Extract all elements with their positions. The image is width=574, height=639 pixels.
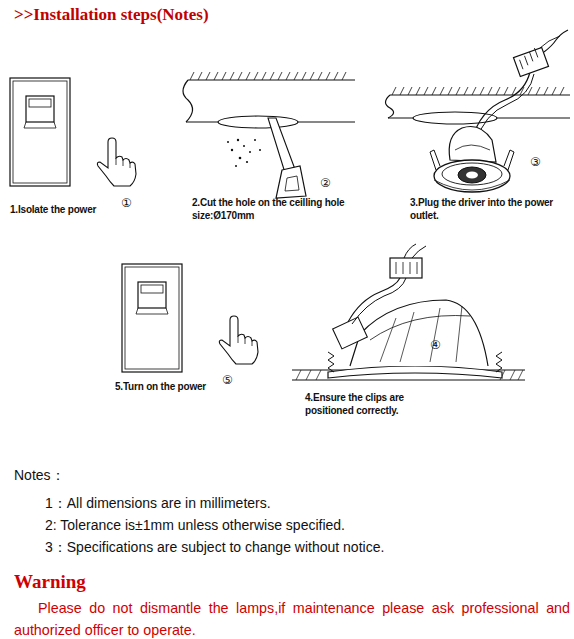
lamp-wiring-part — [392, 87, 564, 95]
installed-lamp-part — [333, 317, 368, 349]
ceiling-cut-part — [254, 139, 256, 141]
lamp-wiring-part — [430, 150, 514, 170]
lamp-wiring — [386, 30, 571, 192]
ceiling-cut-part — [243, 145, 245, 147]
lamp-wiring-part — [386, 95, 394, 118]
lamp-wiring-part — [458, 167, 486, 183]
lamp-wiring-part — [442, 163, 502, 185]
ceiling-cut-part — [190, 72, 346, 80]
pointing-hand — [219, 316, 258, 364]
step-label: 1.Isolate the power — [10, 203, 120, 216]
installed-lamp-part — [352, 278, 406, 324]
lamp-wiring-part — [413, 112, 497, 124]
lamp-wiring-part — [434, 160, 510, 192]
note-text: 2: Tolerance is±1mm unless otherwise spe… — [45, 517, 565, 535]
warning-heading: Warning — [14, 570, 214, 594]
callout-number: ③ — [530, 155, 550, 170]
ceiling-cut-part — [239, 157, 242, 160]
installed-lamp-part — [328, 366, 502, 378]
ceiling-cut-part — [231, 149, 233, 151]
installed-lamp-part — [396, 262, 417, 274]
lamp-wiring-part — [544, 30, 568, 52]
ceiling-cut-part — [246, 161, 248, 163]
ceiling-cut-part — [259, 149, 261, 151]
wall-switch-part — [122, 264, 182, 372]
pointing-hand — [97, 138, 136, 186]
wall-switch-part — [10, 78, 70, 186]
ceiling-cut-part — [285, 176, 299, 191]
lamp-wiring-part — [513, 47, 548, 76]
lamp-wiring-part — [540, 36, 560, 48]
installed-lamp-part — [348, 278, 400, 322]
installed-lamp — [292, 244, 525, 380]
ceiling-cut-part — [218, 116, 298, 128]
note-text: 3：Specifications are subject to change w… — [45, 539, 565, 557]
wall-switch — [10, 78, 70, 186]
lamp-wiring-part — [455, 145, 490, 150]
installed-lamp-part — [496, 352, 502, 372]
lamp-wiring-part — [466, 172, 478, 179]
installed-lamp-part — [328, 352, 334, 372]
ceiling-cut-part — [276, 166, 306, 198]
ceiling-cut-part — [235, 165, 237, 167]
step-label: 3.Plug the driver into the power outlet. — [410, 196, 558, 222]
callout-number: ② — [320, 176, 340, 191]
installed-lamp-part — [404, 244, 426, 258]
ceiling-cut-part — [249, 151, 251, 153]
ceiling-cut-part — [227, 141, 229, 143]
ceiling-cut-part — [183, 80, 193, 122]
ceiling-cut — [183, 72, 355, 198]
wall-switch — [122, 264, 182, 372]
installed-lamp-part — [350, 300, 488, 366]
step-label: 5.Turn on the power — [115, 380, 230, 393]
note-text: 1：All dimensions are in millimeters. — [45, 495, 565, 513]
ceiling-cut-part — [237, 139, 239, 141]
lamp-wiring-part — [449, 127, 496, 163]
installed-lamp-part — [390, 258, 422, 278]
installed-lamp-part — [380, 306, 462, 362]
callout-number: ① — [121, 196, 141, 211]
lamp-wiring-part — [434, 180, 510, 190]
lamp-wiring-part — [517, 48, 539, 69]
step-label: 4.Ensure the clips are positioned correc… — [305, 391, 431, 417]
pointing-hand-part — [97, 138, 136, 186]
pointing-hand-part — [219, 316, 258, 364]
installed-lamp-part — [370, 316, 470, 341]
callout-number: ④ — [430, 338, 450, 353]
step-label: 2.Cut the hole on the ceilling hole size… — [192, 196, 362, 222]
warning-text: Please do not dismantle the lamps,if mai… — [14, 597, 570, 639]
notes-heading: Notes： — [14, 467, 134, 485]
callout-number: ⑤ — [222, 373, 242, 388]
ceiling-cut-part — [188, 79, 355, 80]
page-title: >>Installation steps(Notes) — [14, 4, 209, 25]
